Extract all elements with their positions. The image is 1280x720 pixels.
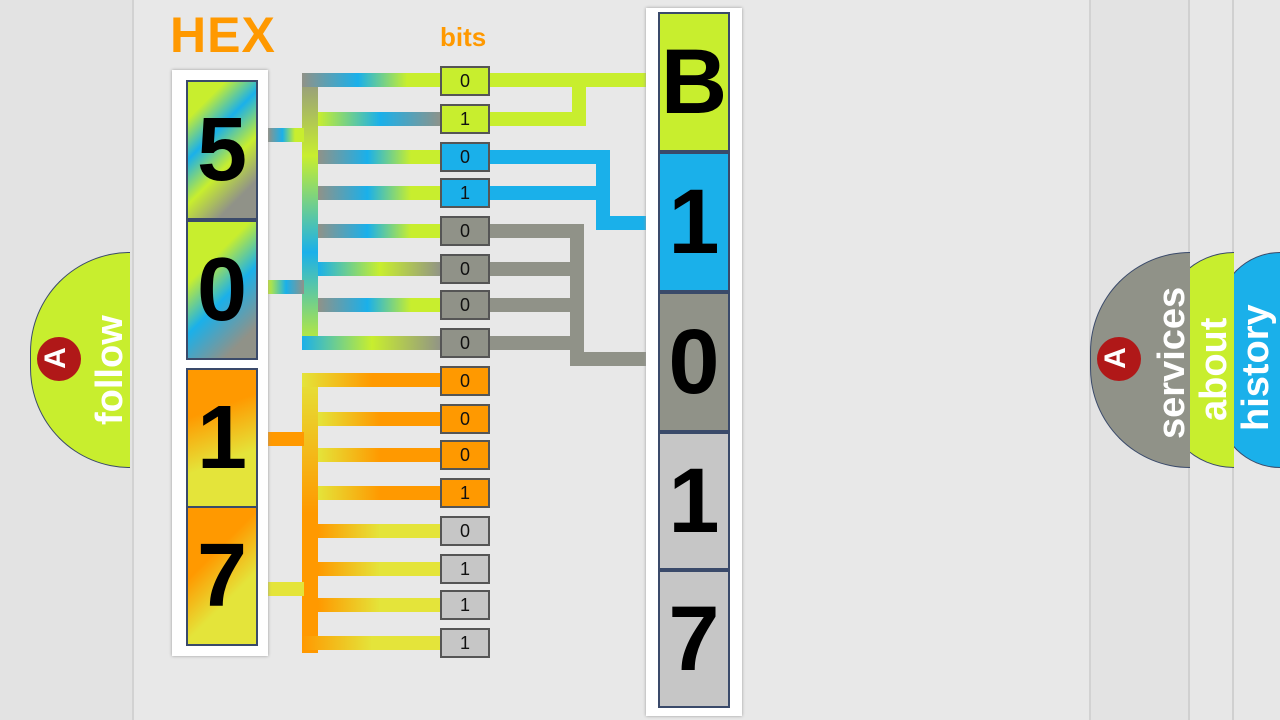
- bit-box: 0: [440, 66, 490, 96]
- output-digit: B: [658, 12, 730, 152]
- logo-icon: A: [1097, 337, 1141, 381]
- history-label: history: [1235, 304, 1277, 431]
- about-label: about: [1193, 317, 1235, 421]
- output-digit: 1: [658, 152, 730, 292]
- bit-box: 1: [440, 104, 490, 134]
- bit-box: 1: [440, 178, 490, 208]
- bit-box: 1: [440, 478, 490, 508]
- hex-title: HEX: [170, 7, 276, 63]
- hex-digit: 5: [186, 80, 258, 220]
- bit-box: 0: [440, 404, 490, 434]
- wire-digit-5: [268, 128, 304, 142]
- bit-box: 0: [440, 440, 490, 470]
- hex-digit: 0: [186, 220, 258, 360]
- services-label: services: [1151, 286, 1193, 439]
- hex-digit: 7: [186, 506, 258, 646]
- hex-digit: 1: [186, 368, 258, 508]
- wire-digit-7: [268, 582, 304, 596]
- follow-label: follow: [89, 315, 131, 425]
- wire-digit-1: [268, 432, 304, 446]
- bits-title: bits: [440, 22, 487, 52]
- output-digit: 7: [658, 570, 730, 708]
- output-digit: 0: [658, 292, 730, 432]
- bit-box: 1: [440, 554, 490, 584]
- bit-box: 1: [440, 590, 490, 620]
- hex-column: 5 0 1 7: [172, 70, 268, 656]
- bit-box: 0: [440, 516, 490, 546]
- bit-box: 0: [440, 142, 490, 172]
- wire-digit-0: [268, 280, 304, 294]
- bus-upper: [302, 73, 318, 349]
- bit-box: 0: [440, 366, 490, 396]
- output-digit: 1: [658, 432, 730, 570]
- bit-box: 1: [440, 628, 490, 658]
- bus-lower: [302, 373, 318, 653]
- bit-box: 0: [440, 254, 490, 284]
- bit-box: 0: [440, 216, 490, 246]
- output-column: B 1 0 1 7: [646, 8, 742, 716]
- logo-icon: A: [37, 337, 81, 381]
- bit-box: 0: [440, 290, 490, 320]
- bit-box: 0: [440, 328, 490, 358]
